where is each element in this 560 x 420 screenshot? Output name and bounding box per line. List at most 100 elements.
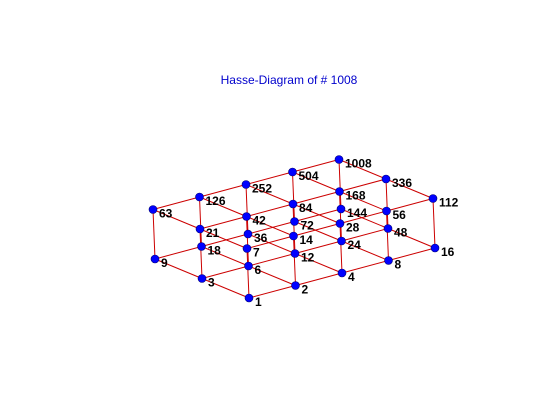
hasse-node-dot (197, 274, 207, 283)
hasse-edge (339, 178, 387, 192)
hasse-edge (341, 240, 389, 261)
hasse-node-label: 144 (347, 206, 367, 220)
hasse-node-dot (336, 204, 346, 214)
hasse-node-dot (148, 205, 158, 214)
hasse-node-label: 28 (346, 221, 360, 235)
hasse-node-label: 2 (302, 283, 309, 297)
hasse-node-label: 3 (208, 276, 215, 290)
hasse-edge (295, 272, 343, 286)
hasse-node-label: 18 (208, 244, 222, 258)
hasse-node-dot (197, 242, 206, 251)
hasse-edge (199, 184, 247, 198)
hasse-node-dot (242, 244, 252, 253)
hasse-node-label: 16 (441, 245, 455, 259)
hasse-edge (246, 216, 249, 267)
hasse-edge (152, 209, 156, 260)
hasse-edge (201, 265, 249, 279)
hasse-edge (246, 235, 294, 249)
hasse-node-dot (430, 243, 440, 253)
hasse-node-label: 14 (300, 233, 314, 247)
hasse-node-dot (337, 268, 347, 278)
hasse-edge (199, 196, 247, 217)
hasse-edge (154, 246, 202, 260)
hasse-edge (201, 233, 249, 247)
hasse-edge (245, 184, 249, 235)
hasse-edge (388, 247, 436, 261)
hasse-node-label: 1008 (345, 157, 372, 171)
hasse-node-label: 252 (252, 182, 272, 196)
hasse-edge (292, 159, 340, 173)
hasse-edge (292, 171, 340, 192)
hasse-edge (341, 228, 389, 242)
hasse-edge (294, 208, 342, 222)
hasse-node-label: 168 (346, 189, 366, 203)
hasse-edge (247, 221, 295, 235)
hasse-node-label: 12 (301, 251, 315, 265)
hasse-edge (292, 203, 341, 224)
hasse-edge (152, 196, 200, 210)
hasse-node-dot (428, 194, 438, 203)
hasse-node-label: 21 (206, 226, 220, 240)
hasse-node-dot (381, 174, 391, 184)
hasse-node-label: 4 (348, 270, 355, 284)
hasse-edge (339, 210, 387, 224)
hasse-edge (292, 203, 296, 254)
hasse-edge (294, 253, 343, 274)
hasse-node-dot (288, 167, 297, 177)
hasse-edge (338, 159, 387, 180)
hasse-node-label: 36 (254, 231, 268, 245)
hasse-edge (387, 228, 436, 249)
hasse-node-label: 84 (299, 201, 313, 215)
hasse-edge (339, 191, 342, 242)
hasse-edge (246, 248, 250, 299)
hasse-node-dot (195, 224, 205, 234)
hasse-edge (292, 191, 340, 205)
hasse-edge (152, 209, 201, 230)
hasse-node-dot (290, 217, 299, 226)
hasse-edge (292, 171, 295, 222)
hasse-edge (248, 253, 296, 267)
hasse-node-dot (150, 254, 160, 264)
hasse-node-label: 6 (255, 263, 262, 277)
hasse-node-label: 504 (299, 169, 319, 183)
hasse-node-dot (244, 293, 254, 303)
hasse-edge (201, 246, 249, 267)
hasse-node-label: 56 (393, 208, 407, 222)
hasse-node-label: 72 (301, 219, 315, 233)
hasse-node-label: 112 (439, 196, 459, 210)
hasse-edge (341, 260, 389, 274)
hasse-node-dot (384, 256, 393, 265)
hasse-node-label: 7 (253, 246, 260, 260)
hasse-edge (246, 203, 294, 217)
diagram-title: Hasse-Diagram of # 1008 (221, 73, 358, 87)
hasse-edge (246, 216, 294, 237)
hasse-node-dot (335, 187, 344, 196)
hasse-edge (294, 221, 342, 242)
hasse-node-label: 8 (395, 258, 402, 272)
hasse-node-dot (337, 236, 346, 246)
hasse-edge (247, 233, 296, 254)
hasse-edge (432, 198, 436, 249)
nodes-group: 1248163612244891836721447142856112214284… (148, 155, 459, 309)
hasse-node-label: 1 (255, 295, 262, 309)
hasse-node-dot (334, 155, 344, 164)
hasse-edge (199, 216, 247, 230)
hasse-node-dot (335, 219, 345, 228)
hasse-edge (385, 178, 434, 199)
hasse-node-label: 63 (159, 207, 173, 221)
edges-group (152, 159, 436, 299)
hasse-node-dot (242, 212, 251, 221)
hasse-node-dot (243, 229, 253, 239)
hasse-node-dot (383, 224, 393, 233)
hasse-edge (385, 178, 389, 229)
hasse-node-dot (241, 180, 251, 189)
hasse-node-label: 48 (394, 226, 408, 240)
hasse-edge (339, 191, 387, 212)
hasse-edge (154, 258, 203, 279)
hasse-node-dot (291, 281, 300, 290)
hasse-node-label: 336 (392, 176, 412, 190)
hasse-edge (293, 235, 296, 286)
hasse-edge (248, 285, 296, 299)
hasse-edge (199, 228, 203, 279)
